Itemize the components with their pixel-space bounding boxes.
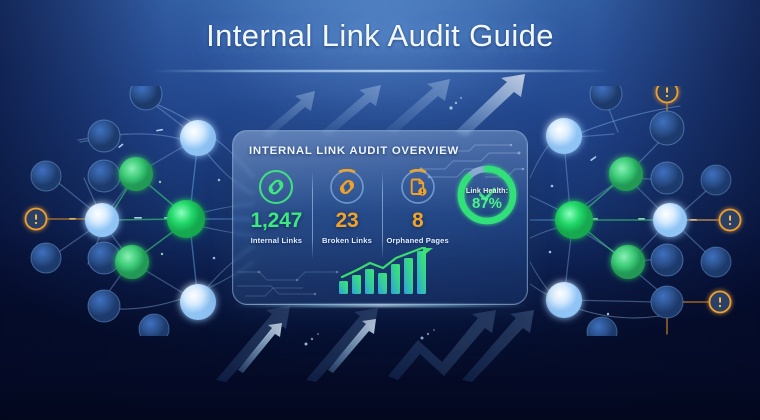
orphan-page-icon <box>400 169 436 205</box>
stat-row: 1,247 Internal Links 23 <box>241 167 453 267</box>
ascending-arrows-bottom <box>216 306 534 382</box>
stat-label: Internal Links <box>250 236 303 245</box>
ascending-arrows-top <box>261 74 525 138</box>
broken-chain-icon <box>329 169 365 205</box>
stat-value: 8 <box>411 209 424 232</box>
chain-link-icon <box>258 169 294 205</box>
link-health-gauge[interactable]: Link Health: 87% <box>455 163 519 227</box>
gauge-label: Link Health: <box>465 185 509 195</box>
internal-link-graph-left <box>24 86 254 336</box>
internal-link-graph-right <box>530 86 742 336</box>
gauge-readout: Link Health: 87% <box>455 163 519 227</box>
warning-node-left <box>24 207 48 231</box>
warning-node-right-mid <box>718 208 742 232</box>
audit-overview-card: INTERNAL LINK AUDIT OVERVIEW 1,247 Inter… <box>232 130 528 305</box>
stat-orphaned-pages[interactable]: 8 Orphaned Pages <box>382 167 453 267</box>
stat-label: Broken Links <box>322 236 372 245</box>
growth-bar-chart-icon <box>339 247 433 294</box>
stat-internal-links[interactable]: 1,247 Internal Links <box>241 167 312 267</box>
stat-label: Orphaned Pages <box>386 236 449 245</box>
stat-broken-links[interactable]: 23 Broken Links <box>311 167 383 267</box>
page-title: Internal Link Audit Guide <box>206 18 554 53</box>
gauge-percent: 87% <box>471 194 503 212</box>
card-under-beam <box>232 304 528 307</box>
card-heading: INTERNAL LINK AUDIT OVERVIEW <box>249 145 460 157</box>
warning-node-right-bottom <box>708 290 732 314</box>
stat-value: 1,247 <box>250 209 303 232</box>
title-underline <box>152 70 608 72</box>
warning-node-right-top <box>655 86 679 104</box>
stat-value: 23 <box>335 209 359 232</box>
circuit-trace-bottom-icon <box>237 270 339 297</box>
